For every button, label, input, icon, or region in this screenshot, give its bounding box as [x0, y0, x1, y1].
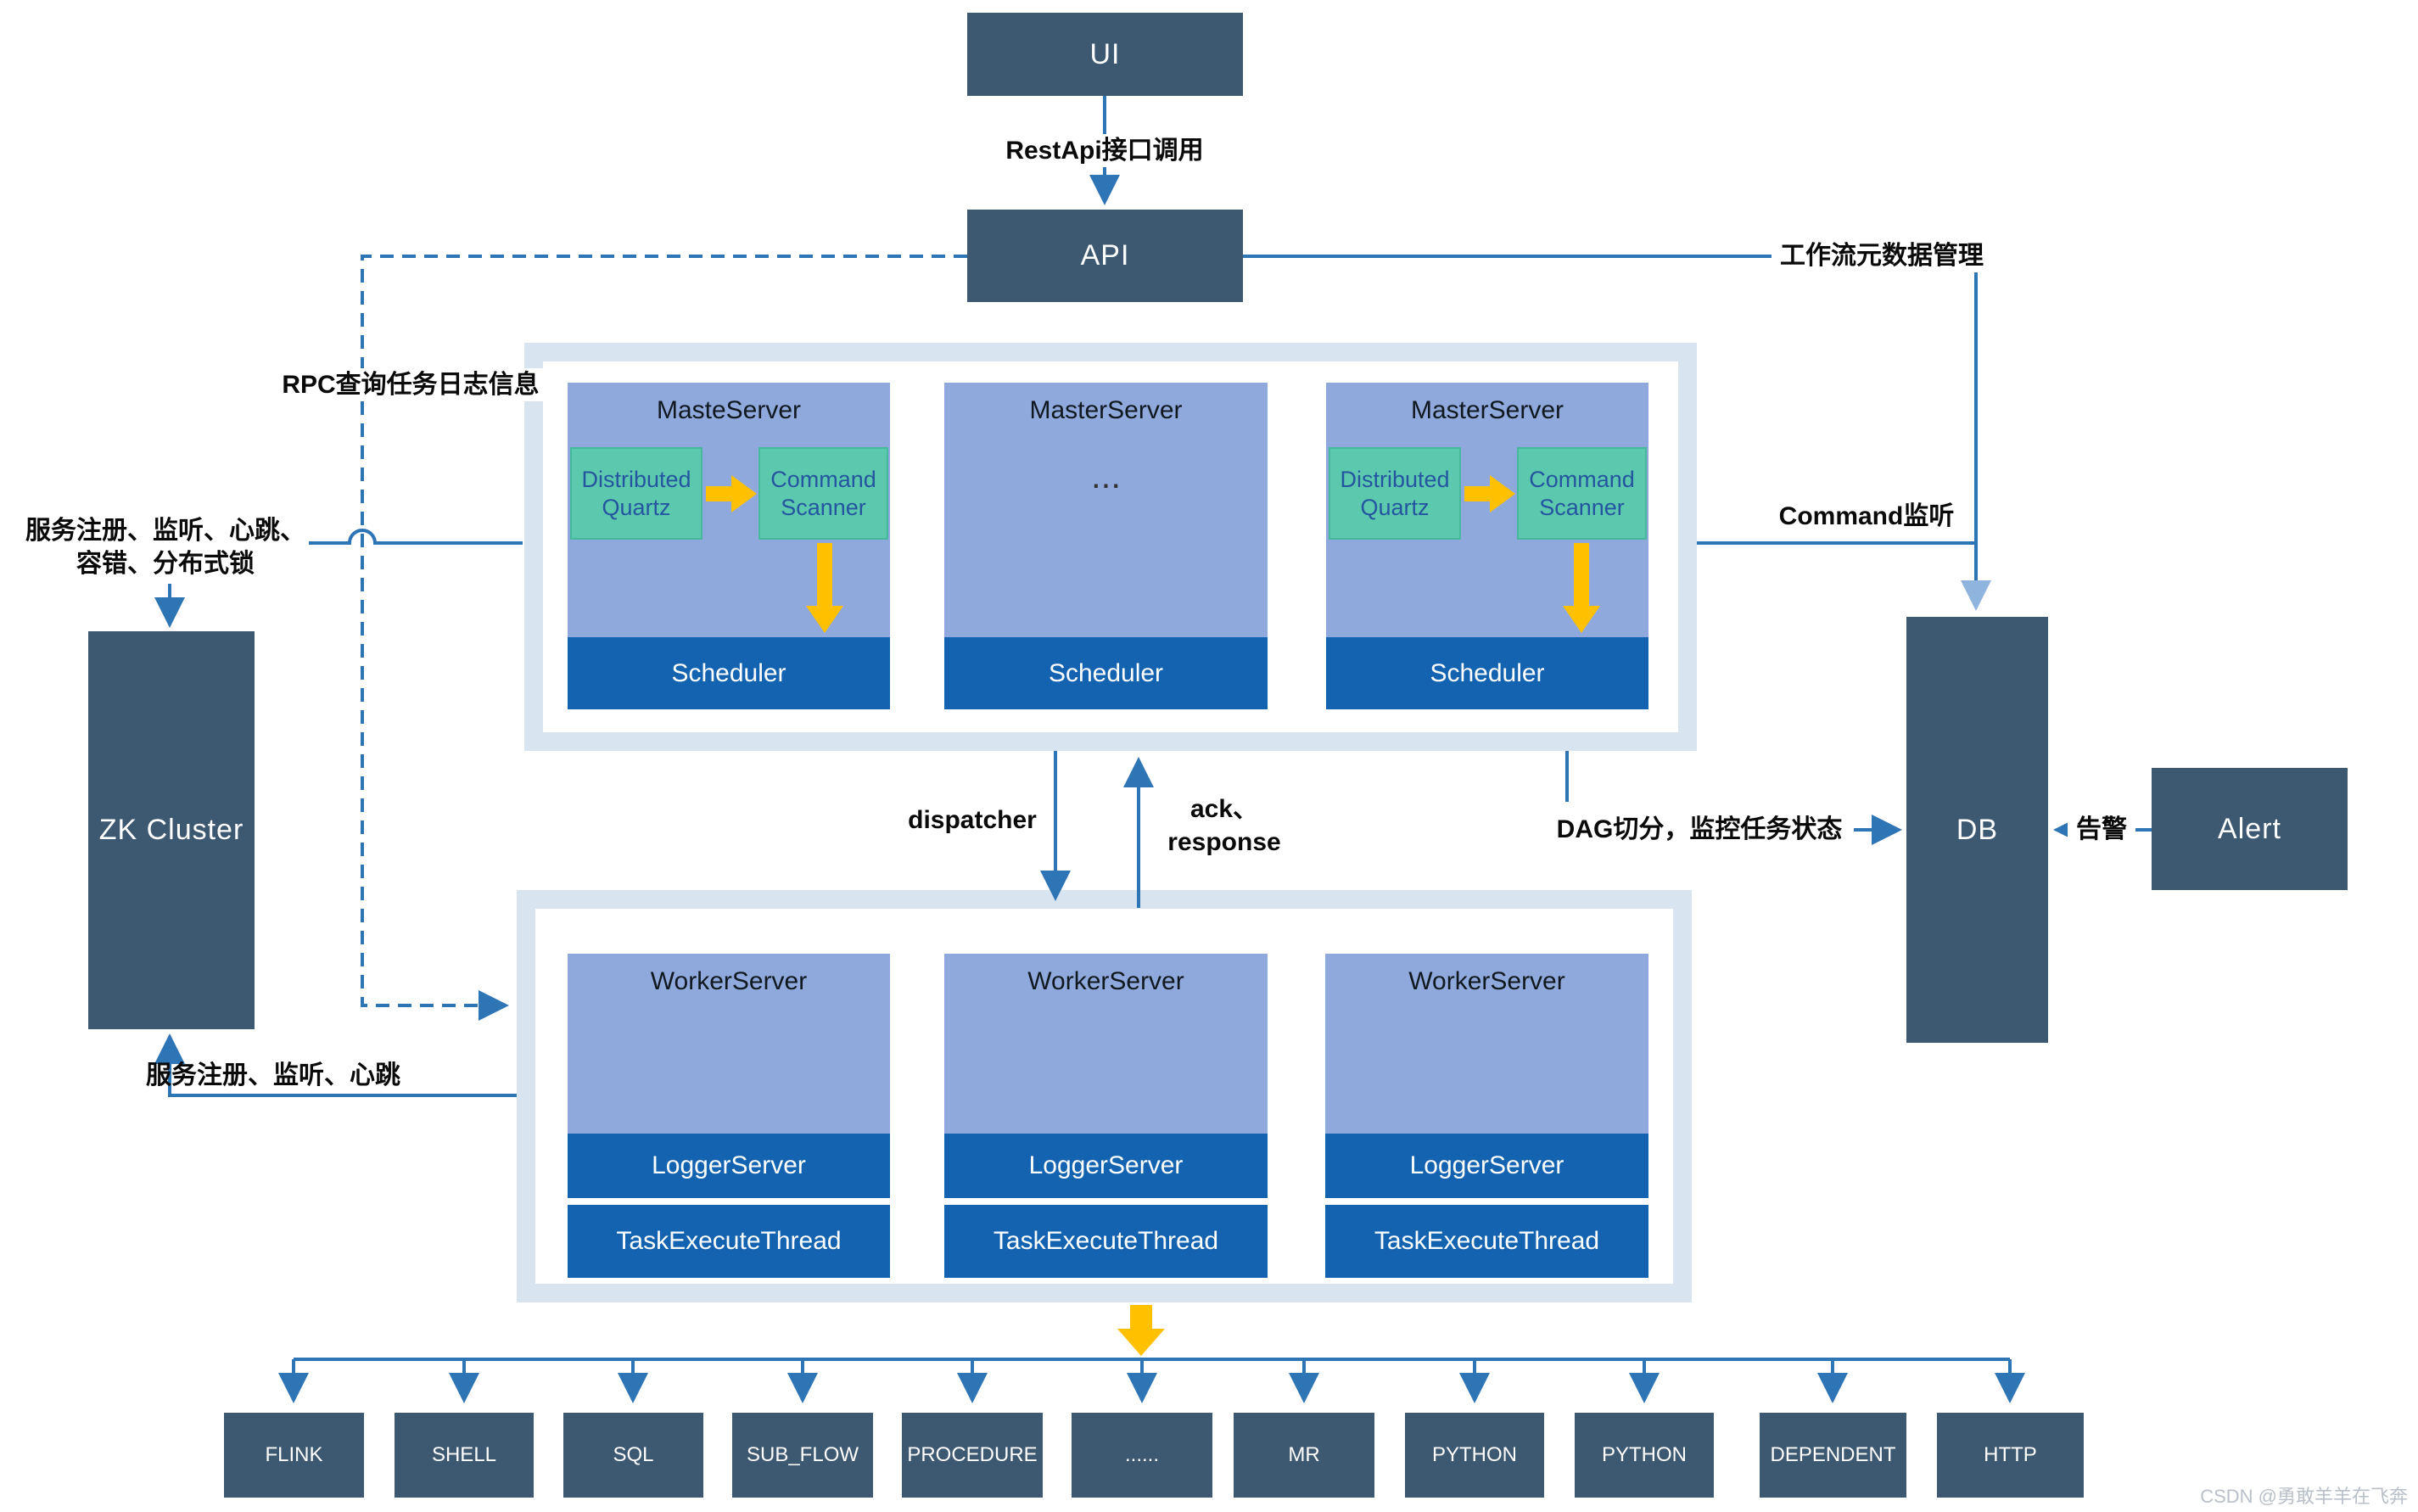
alert-node-label: Alert — [2218, 812, 2281, 845]
worker-server-1-title: WorkerServer — [650, 967, 808, 995]
command-scanner-box-3: Command Scanner — [1517, 447, 1647, 540]
workflow-metadata-label: 工作流元数据管理 — [1772, 239, 1992, 272]
ack-response-label: ack、 response — [1167, 795, 1281, 856]
worker-server-3: WorkerServer LoggerServer TaskExecuteThr… — [1325, 954, 1648, 1278]
worker-3-separator — [1325, 1198, 1648, 1205]
task-type-python-1: PYTHON — [1405, 1413, 1544, 1498]
scheduler-bar-1: Scheduler — [568, 637, 890, 709]
worker-server-1: WorkerServer LoggerServer TaskExecuteThr… — [568, 954, 890, 1278]
zk-cluster-label: ZK Cluster — [98, 814, 244, 846]
command-scanner-box-1: Command Scanner — [758, 447, 888, 540]
task-type-subflow: SUB_FLOW — [732, 1413, 873, 1498]
master-server-3: MasterServer Distributed Quartz Command … — [1326, 383, 1648, 709]
restapi-call-label: RestApi接口调用 — [997, 134, 1212, 167]
task-type-http: HTTP — [1937, 1413, 2084, 1498]
db-node-label: DB — [1956, 813, 1999, 846]
task-type-dependent: DEPENDENT — [1760, 1413, 1906, 1498]
zk-register-master-label: 服务注册、监听、心跳、 容错、分布式锁 — [25, 517, 305, 578]
master-server-1: MasteServer Distributed Quartz Command S… — [568, 383, 890, 709]
alarm-label: 告警 — [2068, 813, 2135, 846]
task-type-procedure: PROCEDURE — [902, 1413, 1043, 1498]
master-server-2-ellipsis: ... — [1090, 456, 1121, 496]
master-server-2-title: MasterServer — [1029, 396, 1183, 424]
task-type-flink: FLINK — [224, 1413, 364, 1498]
worker-1-separator — [568, 1198, 890, 1205]
master-server-2: MasterServer ... Scheduler — [944, 383, 1268, 709]
logger-server-bar-1: LoggerServer — [568, 1134, 890, 1198]
master-server-1-title: MasteServer — [656, 396, 802, 424]
scheduler-bar-3: Scheduler — [1326, 637, 1648, 709]
zk-to-master-line — [309, 529, 523, 545]
task-type-shell: SHELL — [395, 1413, 534, 1498]
task-type-ellipsis: ...... — [1072, 1413, 1212, 1498]
zk-register-worker-label: 服务注册、监听、心跳 — [146, 1061, 400, 1089]
worker-to-tasks-arrow — [1117, 1305, 1165, 1356]
distributed-quartz-box-1: Distributed Quartz — [570, 447, 702, 540]
task-type-python-2: PYTHON — [1575, 1413, 1714, 1498]
db-node: DB — [1906, 617, 2048, 1043]
task-execute-thread-bar-3: TaskExecuteThread — [1325, 1205, 1648, 1278]
rpc-query-log-label: RPC查询任务日志信息 — [273, 368, 548, 401]
master-server-3-title: MasterServer — [1410, 396, 1564, 424]
zk-cluster-node: ZK Cluster — [88, 631, 255, 1029]
scheduler-bar-2: Scheduler — [944, 637, 1268, 709]
worker-server-3-title: WorkerServer — [1408, 967, 1565, 995]
task-execute-thread-bar-2: TaskExecuteThread — [944, 1205, 1268, 1278]
ui-node: UI — [967, 13, 1243, 96]
api-node: API — [967, 210, 1243, 302]
watermark: CSDN @勇敢羊羊在飞奔 — [2200, 1486, 2408, 1507]
alert-node: Alert — [2152, 768, 2348, 890]
ui-node-label: UI — [1089, 37, 1121, 70]
logger-server-bar-2: LoggerServer — [944, 1134, 1268, 1198]
dag-split-label: DAG切分，监控任务状态 — [1548, 813, 1851, 846]
task-execute-thread-bar-1: TaskExecuteThread — [568, 1205, 890, 1278]
worker-2-separator — [944, 1198, 1268, 1205]
worker-server-2: WorkerServer LoggerServer TaskExecuteThr… — [944, 954, 1268, 1278]
distributed-quartz-box-3: Distributed Quartz — [1329, 447, 1461, 540]
task-type-sql: SQL — [563, 1413, 703, 1498]
api-node-label: API — [1080, 239, 1130, 272]
logger-server-bar-3: LoggerServer — [1325, 1134, 1648, 1198]
task-type-mr: MR — [1234, 1413, 1374, 1498]
dispatcher-label: dispatcher — [908, 806, 1037, 834]
worker-server-2-title: WorkerServer — [1027, 967, 1184, 995]
command-listen-label: Command监听 — [1778, 502, 1955, 530]
